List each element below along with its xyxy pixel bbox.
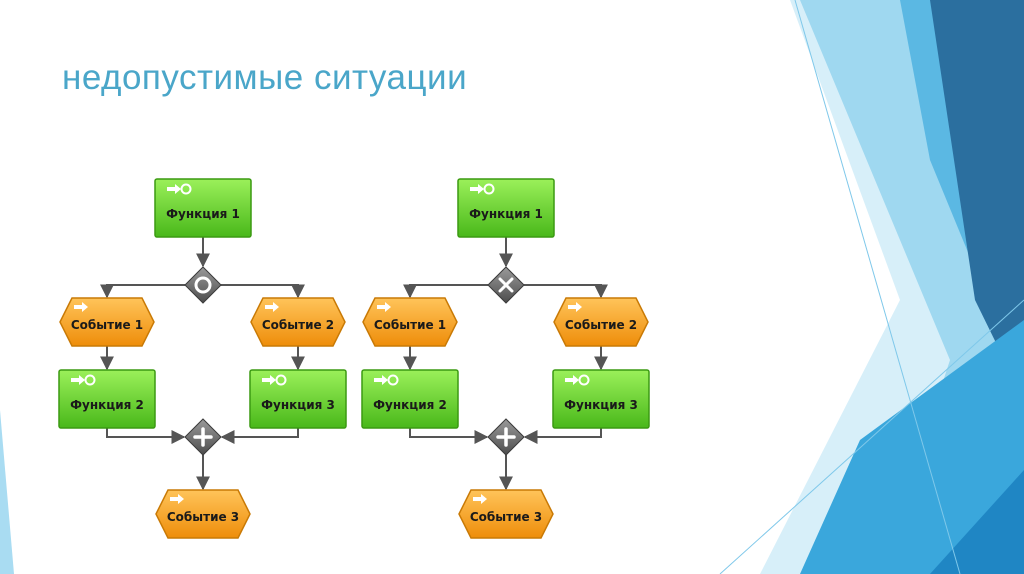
accent-shape-dark — [930, 0, 1024, 400]
accent-shape-corner — [930, 470, 1024, 574]
and-icon — [496, 427, 516, 447]
event-label: Событие 3 — [167, 510, 239, 524]
connector-left-to-join — [106, 428, 186, 444]
join-gateway-and[interactable] — [487, 418, 525, 456]
function-label: Функция 2 — [70, 398, 144, 412]
connector-left-to-join — [409, 428, 489, 444]
event-label: Событие 2 — [262, 318, 334, 332]
connector-right-to-join — [523, 428, 602, 444]
function-label: Функция 2 — [373, 398, 447, 412]
event-label: Событие 1 — [71, 318, 143, 332]
event-icon — [265, 302, 279, 312]
event-icon — [377, 302, 391, 312]
function-icon — [565, 374, 590, 386]
function-icon — [262, 374, 287, 386]
connector-split-left — [403, 284, 488, 299]
function-shape — [154, 178, 252, 238]
split-gateway-or[interactable] — [184, 266, 222, 304]
event-label: Событие 3 — [470, 510, 542, 524]
accent-shape-left-edge — [0, 410, 14, 574]
function-icon — [374, 374, 399, 386]
event-node-1[interactable]: Событие 1 — [59, 297, 155, 347]
event-label: Событие 2 — [565, 318, 637, 332]
connector-split-right — [524, 284, 608, 299]
event-node-2[interactable]: Событие 2 — [250, 297, 346, 347]
function-icon — [167, 183, 192, 195]
event-icon — [170, 494, 184, 504]
function-node-3[interactable]: Функция 3 — [249, 369, 347, 429]
connector-right-to-join — [220, 428, 299, 444]
event-node-3[interactable]: Событие 3 — [458, 489, 554, 539]
join-gateway-and[interactable] — [184, 418, 222, 456]
event-icon — [568, 302, 582, 312]
function-shape — [552, 369, 650, 429]
function-node-1[interactable]: Функция 1 — [154, 178, 252, 238]
or-icon — [194, 276, 212, 294]
function-label: Функция 1 — [469, 207, 543, 221]
accent-line-2 — [719, 299, 1024, 574]
function-icon — [470, 183, 495, 195]
event-node-2[interactable]: Событие 2 — [553, 297, 649, 347]
connector-split-left — [100, 284, 185, 299]
accent-line-1 — [794, 0, 961, 574]
function-node-3[interactable]: Функция 3 — [552, 369, 650, 429]
event-icon — [74, 302, 88, 312]
function-node-2[interactable]: Функция 2 — [58, 369, 156, 429]
function-label: Функция 1 — [166, 207, 240, 221]
event-node-1[interactable]: Событие 1 — [362, 297, 458, 347]
function-label: Функция 3 — [261, 398, 335, 412]
event-icon — [473, 494, 487, 504]
function-node-2[interactable]: Функция 2 — [361, 369, 459, 429]
event-node-3[interactable]: Событие 3 — [155, 489, 251, 539]
connector-split-right — [221, 284, 305, 299]
split-gateway-xor[interactable] — [487, 266, 525, 304]
function-label: Функция 3 — [564, 398, 638, 412]
function-node-1[interactable]: Функция 1 — [457, 178, 555, 238]
and-icon — [193, 427, 213, 447]
function-icon — [71, 374, 96, 386]
function-shape — [249, 369, 347, 429]
event-label: Событие 1 — [374, 318, 446, 332]
gateway-shape — [184, 266, 222, 304]
accent-shape-bottom — [800, 320, 1024, 574]
function-shape — [361, 369, 459, 429]
function-shape — [457, 178, 555, 238]
xor-icon — [498, 277, 514, 293]
function-shape — [58, 369, 156, 429]
slide-title: недопустимые ситуации — [62, 58, 468, 97]
